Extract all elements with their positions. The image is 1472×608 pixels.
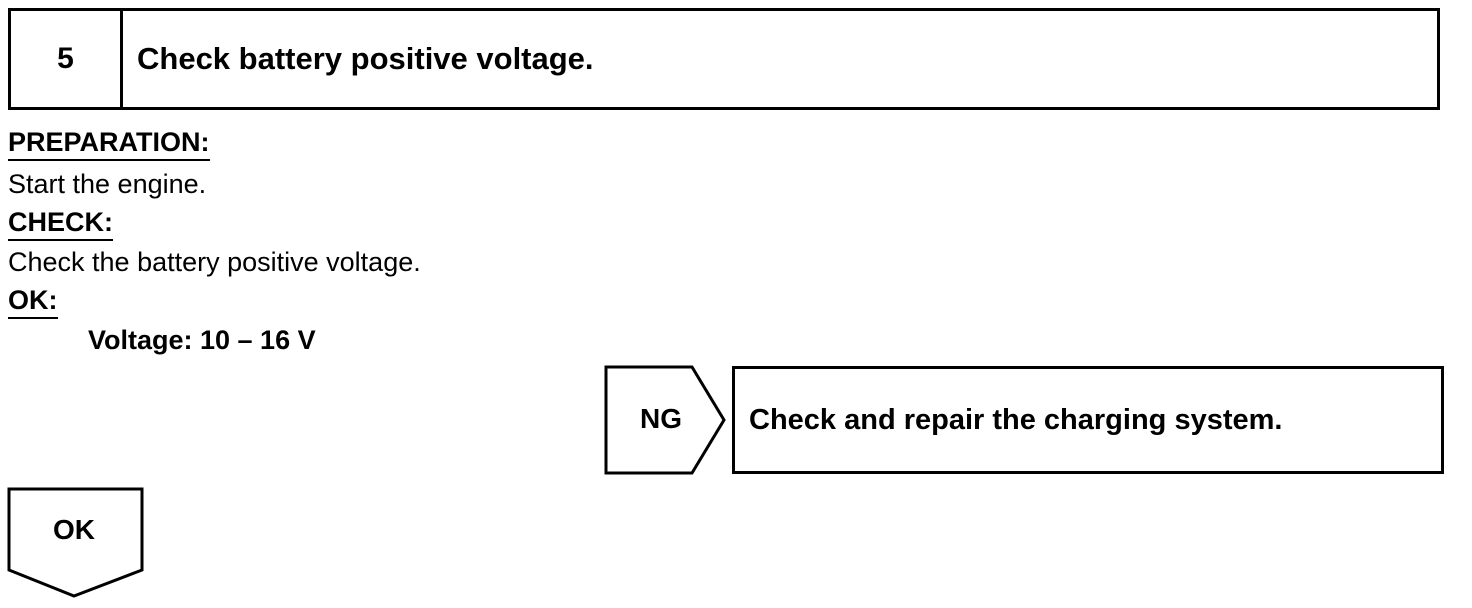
ok-spec-label: OK: [8, 284, 58, 319]
preparation-text: Start the engine. [8, 169, 207, 199]
preparation-label: PREPARATION: [8, 126, 210, 161]
step-title: Check battery positive voltage. [137, 41, 594, 76]
ng-label: NG [640, 403, 682, 434]
ok-label: OK [53, 514, 95, 545]
ng-arrow-shape [604, 365, 726, 475]
check-label: CHECK: [8, 206, 113, 241]
ok-arrow-shape [7, 487, 144, 598]
ng-action-text: Check and repair the charging system. [749, 403, 1283, 436]
check-text: Check the battery positive voltage. [8, 247, 421, 277]
step-header: 5 Check battery positive voltage. [8, 8, 1440, 110]
ok-spec-value: Voltage: 10 – 16 V [88, 325, 316, 355]
ng-action-box: Check and repair the charging system. [732, 366, 1444, 474]
step-number: 5 [11, 11, 123, 107]
